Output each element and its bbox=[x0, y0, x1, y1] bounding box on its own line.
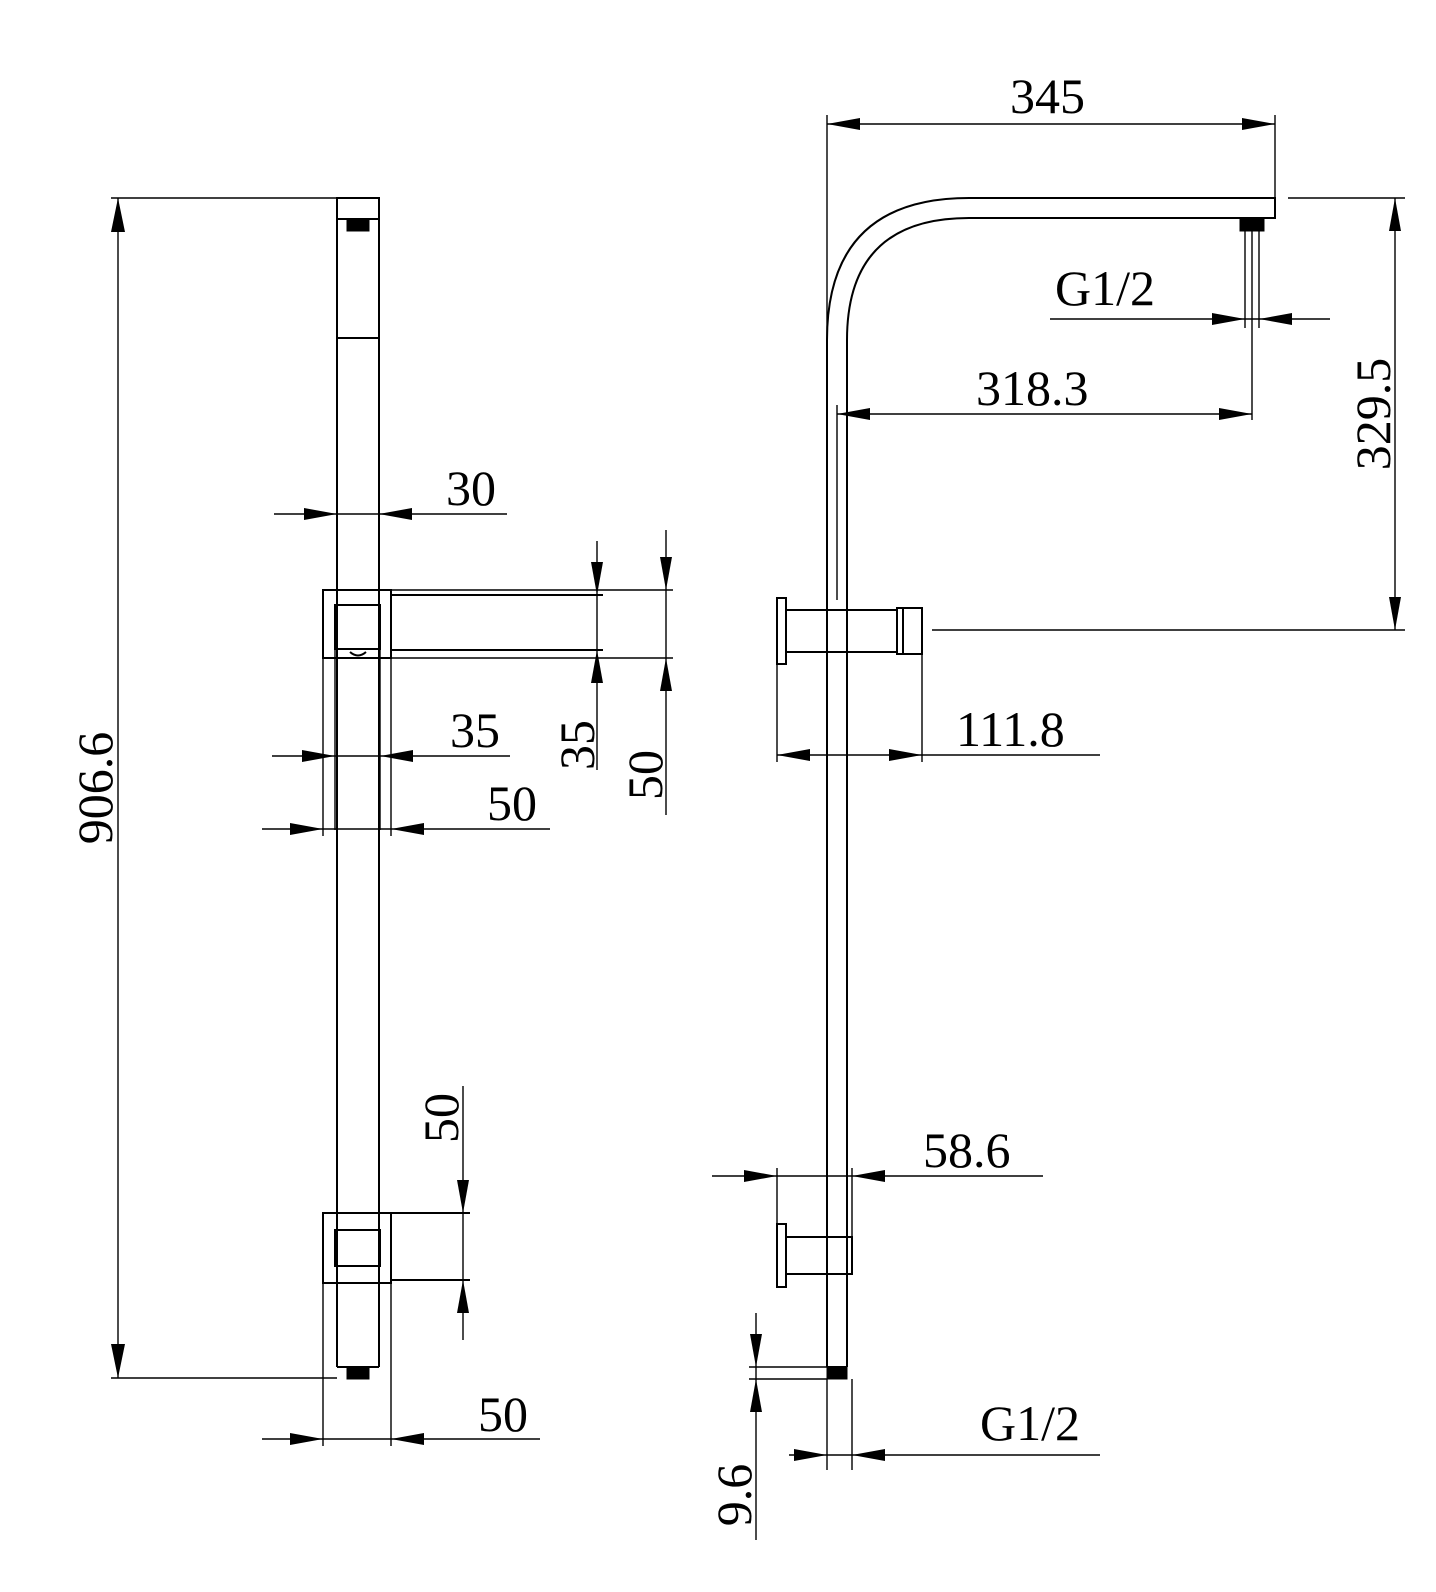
label-top-thread: G1/2 bbox=[1055, 260, 1155, 316]
dim-arm-reach: 345 bbox=[826, 68, 1276, 340]
dim-lower-projection: 58.6 bbox=[712, 1122, 1043, 1237]
label-bottom-width: 50 bbox=[478, 1386, 528, 1442]
top-outlet bbox=[346, 218, 370, 232]
dim-inlet-height: 9.6 bbox=[706, 1313, 827, 1540]
label-shower-offset: 318.3 bbox=[976, 360, 1089, 416]
dim-lower-bracket-height: 50 bbox=[413, 1086, 469, 1340]
label-arm-reach: 345 bbox=[1010, 68, 1085, 124]
upper-holder-wallplate bbox=[776, 597, 787, 665]
label-overall-height: 906.6 bbox=[67, 732, 123, 845]
bottom-inlet-side bbox=[826, 1366, 848, 1380]
upper-holder-head bbox=[896, 607, 923, 655]
upper-holder-outer bbox=[322, 589, 392, 659]
dim-overall-height: 906.6 bbox=[67, 197, 337, 1379]
top-cap bbox=[336, 197, 380, 220]
label-bottom-thread: G1/2 bbox=[980, 1395, 1080, 1451]
dim-bracket-inner: 35 bbox=[272, 649, 510, 830]
dim-top-thread: G1/2 bbox=[1050, 260, 1330, 325]
dim-rail-width: 30 bbox=[274, 460, 507, 520]
lower-holder-outer bbox=[322, 1212, 392, 1284]
label-bracket-inner: 35 bbox=[450, 702, 500, 758]
dim-bracket-outer: 50 bbox=[262, 658, 550, 836]
label-arm-height: 329.5 bbox=[1345, 358, 1401, 471]
label-bracket-height-inner: 35 bbox=[549, 720, 605, 770]
front-view bbox=[322, 197, 603, 1380]
dim-bottom-width: 50 bbox=[262, 1283, 540, 1446]
label-bracket-outer: 50 bbox=[487, 775, 537, 831]
dim-bracket-height-outer: 50 bbox=[391, 530, 673, 815]
bottom-inlet bbox=[346, 1366, 370, 1380]
top-outlet-side bbox=[1239, 218, 1265, 232]
dim-arm-height: 329.5 bbox=[932, 197, 1405, 631]
dim-bottom-thread: G1/2 bbox=[789, 1379, 1100, 1470]
label-holder-projection: 111.8 bbox=[956, 701, 1065, 757]
label-lower-bracket-height: 50 bbox=[413, 1093, 469, 1143]
upper-holder-arm bbox=[785, 609, 898, 653]
label-inlet-height: 9.6 bbox=[706, 1464, 762, 1527]
side-view bbox=[776, 197, 1276, 1380]
label-lower-projection: 58.6 bbox=[923, 1122, 1011, 1178]
lower-holder-inner bbox=[334, 1229, 381, 1267]
dim-bracket-height-inner: 35 bbox=[549, 541, 605, 770]
upper-holder-inner bbox=[334, 604, 381, 650]
lower-holder-arm bbox=[785, 1236, 853, 1275]
dim-shower-offset: 318.3 bbox=[837, 231, 1253, 420]
dim-holder-projection: 111.8 bbox=[776, 654, 1100, 762]
lower-holder-wallplate bbox=[776, 1223, 787, 1288]
label-bracket-height-outer: 50 bbox=[617, 750, 673, 800]
label-rail-width: 30 bbox=[446, 460, 496, 516]
